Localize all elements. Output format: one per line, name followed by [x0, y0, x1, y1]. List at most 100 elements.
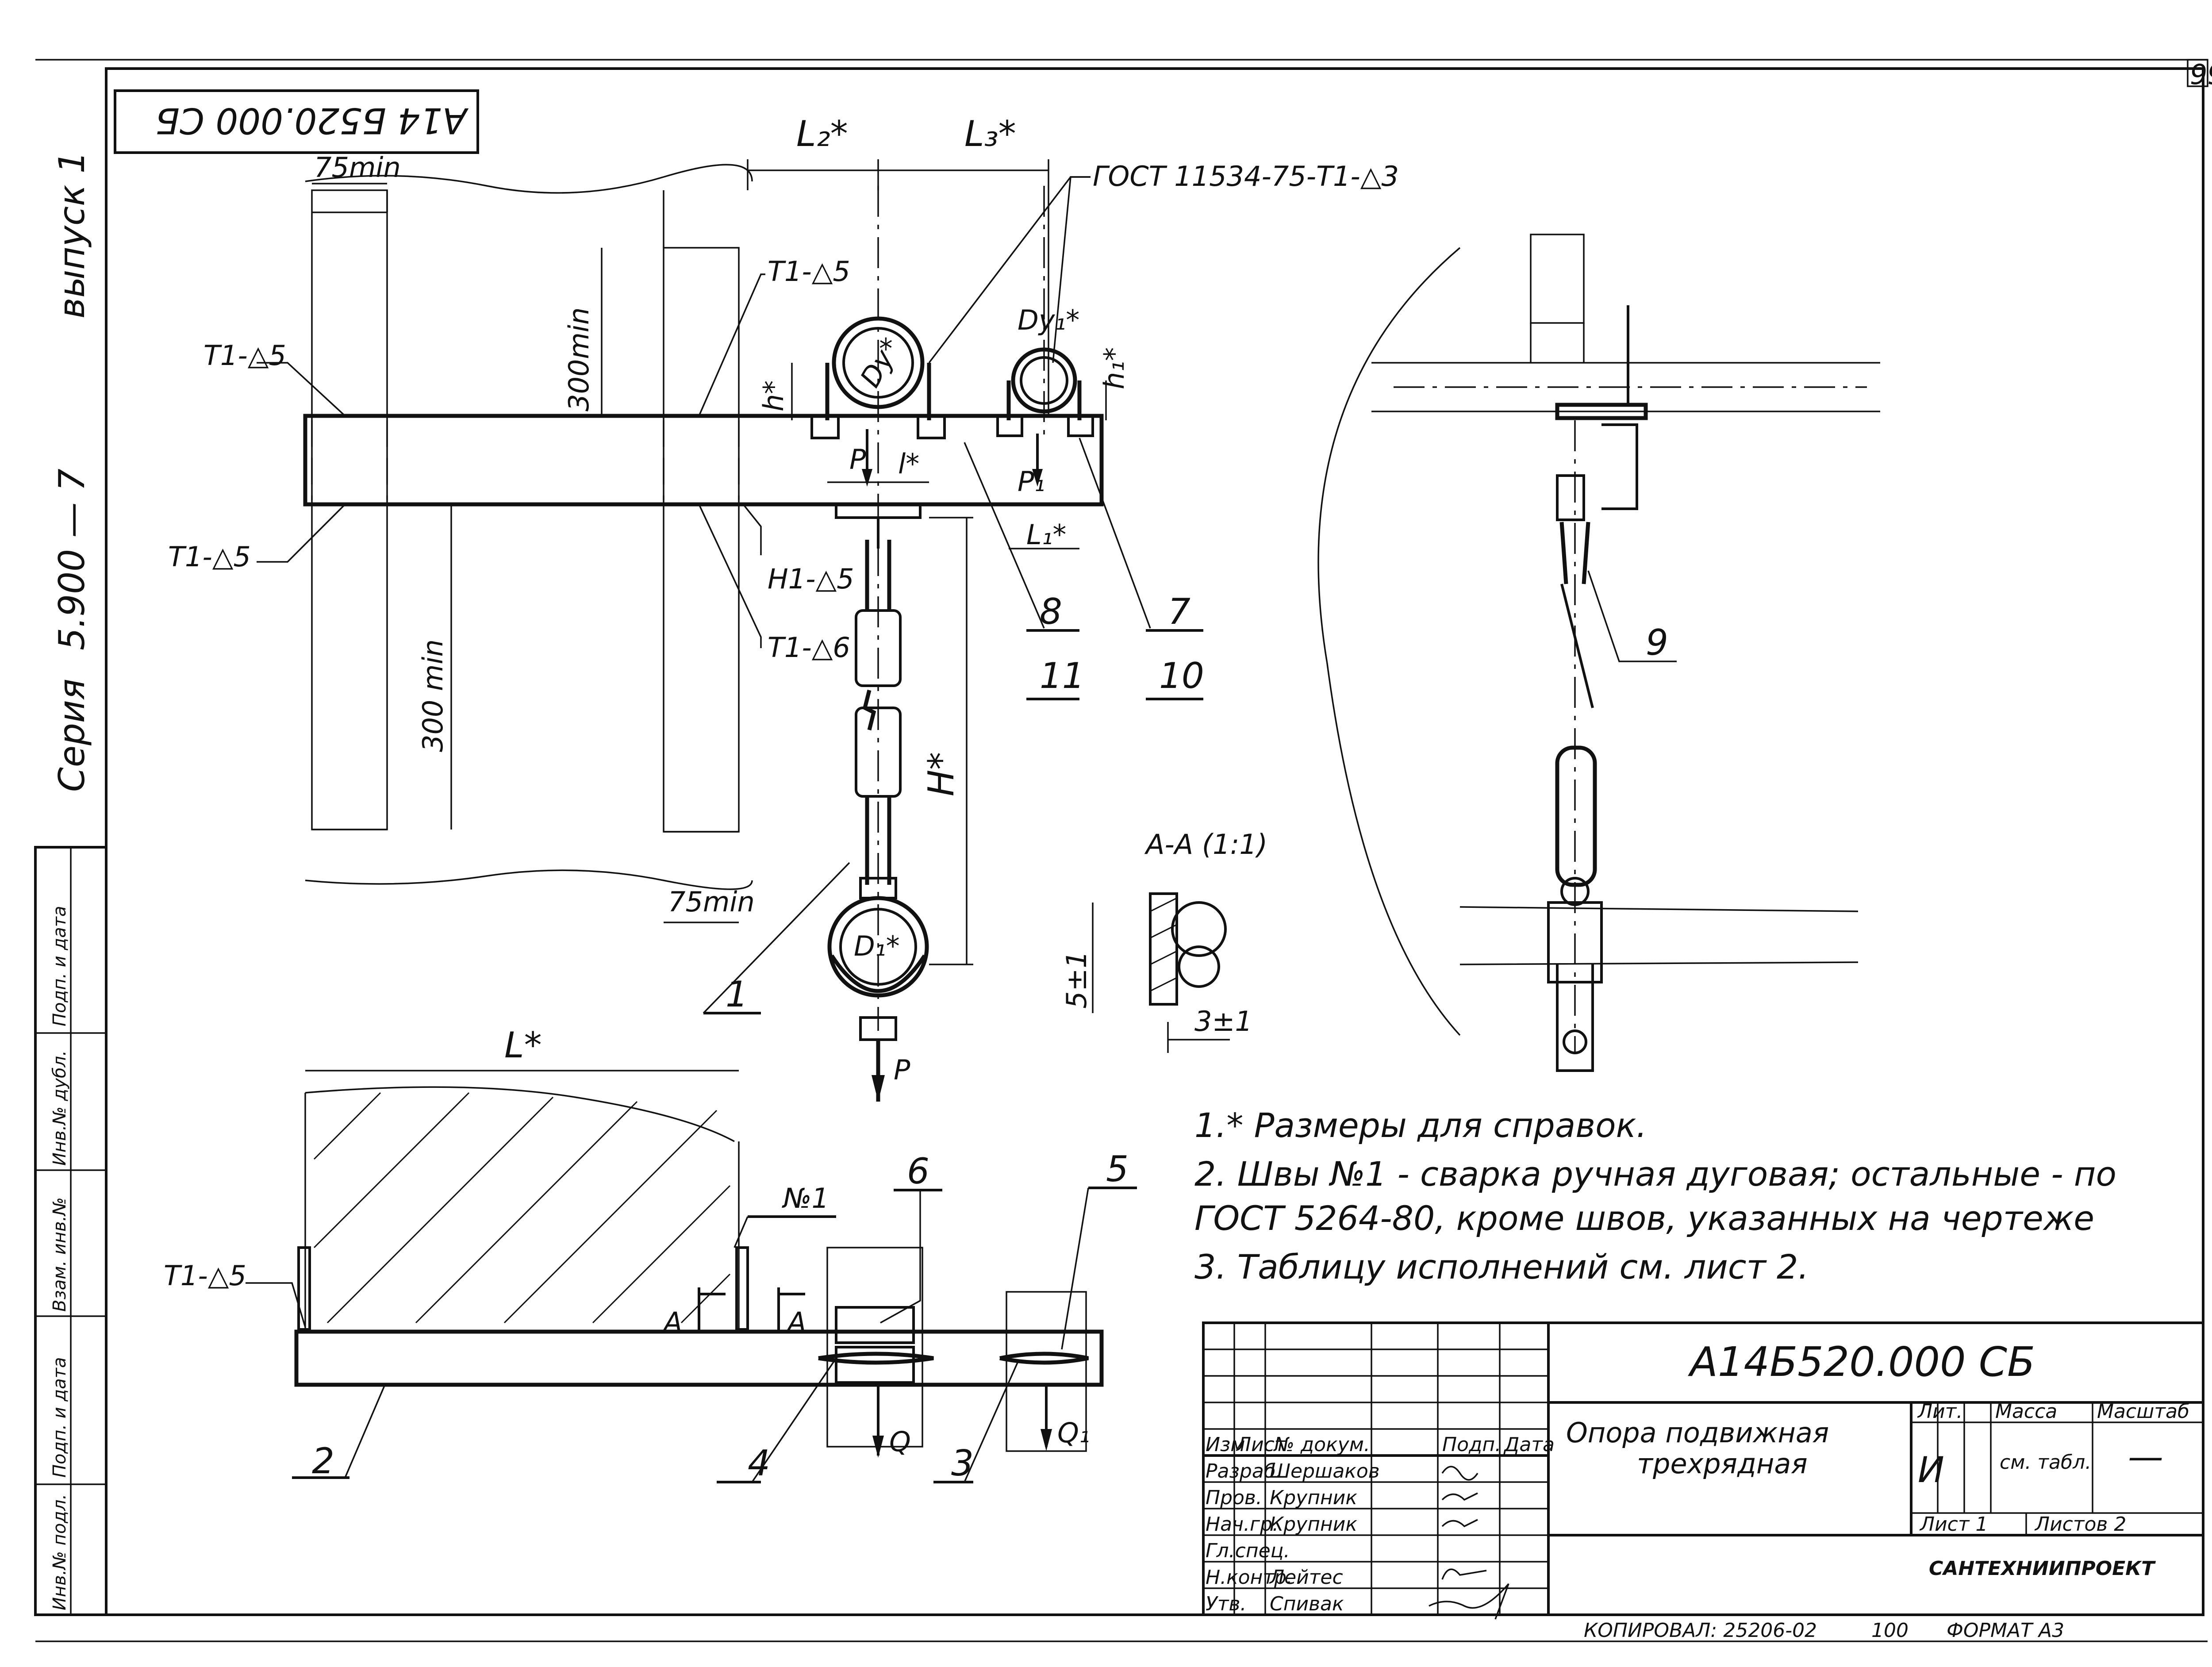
- label-n1: №1: [782, 1182, 829, 1214]
- front-view: [303, 164, 1104, 1102]
- person: Шершаков: [1270, 1460, 1380, 1483]
- label-weld-h1-5: Н1-△5: [768, 563, 854, 595]
- label-section-title: А-А (1:1): [1144, 828, 1267, 860]
- position-number: 5: [1106, 1148, 1129, 1190]
- side-strip-label: Подп. и дата: [50, 1357, 70, 1478]
- position-number: 1: [726, 974, 748, 1015]
- copy-number: 100: [1871, 1619, 1909, 1642]
- label-dim3: 3±1: [1194, 1005, 1252, 1037]
- page-number: 99: [2190, 58, 2212, 91]
- side-strip-label: Подп. и дата: [50, 906, 70, 1026]
- person: Спивак: [1270, 1593, 1344, 1615]
- label-L3: L₃*: [964, 113, 1016, 154]
- label-P: P: [849, 443, 866, 476]
- side-strip-label: Инв.№ подл.: [50, 1494, 70, 1610]
- label-L: L*: [504, 1025, 542, 1066]
- side-strip-label: Инв.№ дубл.: [50, 1050, 70, 1166]
- label-L1: L₁*: [1026, 519, 1066, 551]
- top-stamp-text: А14 Б520.000 СБ: [155, 100, 469, 141]
- drawing-name: трехрядная: [1637, 1448, 1808, 1480]
- series-value: 5.900 — 7: [51, 469, 92, 650]
- label-P: P: [894, 1054, 910, 1086]
- title-block: [1202, 1321, 2204, 1616]
- position-number: 3: [951, 1443, 974, 1484]
- role: Пров.: [1206, 1486, 1262, 1509]
- organization: САНТЕХНИИПРОЕКТ: [1929, 1557, 2156, 1580]
- label-300min: 300 min: [417, 639, 449, 752]
- label-A: А: [662, 1306, 682, 1338]
- label-dim5: 5±1: [1060, 951, 1093, 1009]
- person: Крупник: [1270, 1513, 1357, 1536]
- label-D1: D₁*: [854, 930, 900, 962]
- label-gost-weld: ГОСТ 11534-75-Т1-△3: [1093, 160, 1399, 192]
- label-300min: 300min: [563, 307, 595, 411]
- label-weld-t1-6: Т1-△6: [768, 631, 850, 664]
- issue-label: выпуск 1: [51, 151, 92, 319]
- format: ФОРМАТ А3: [1947, 1619, 2064, 1642]
- role: Нач.гр.: [1206, 1513, 1279, 1536]
- label-weld-t1-5: Т1-△5: [768, 255, 850, 288]
- label-weld-t1-5: Т1-△5: [204, 339, 286, 372]
- position-number: 9: [1646, 622, 1668, 663]
- side-strip: [34, 846, 108, 1616]
- position-number: 4: [748, 1443, 770, 1484]
- position-number: 6: [907, 1151, 929, 1192]
- sheets-label: Листов 2: [2034, 1513, 2126, 1536]
- signatures: [1429, 1466, 1509, 1620]
- lit-value: И: [1918, 1449, 1944, 1490]
- plan-leaders: [246, 1187, 1137, 1483]
- mass-label: Масса: [1995, 1400, 2057, 1423]
- label-Q: Q: [889, 1425, 911, 1458]
- label-dy1: Dy₁*: [1018, 304, 1079, 336]
- col-header: Подп.: [1442, 1433, 1501, 1456]
- scale-value: —: [2128, 1436, 2163, 1477]
- front-leaders: [257, 176, 1203, 1014]
- col-header: Изм: [1206, 1433, 1245, 1456]
- side-view: [1317, 234, 1880, 1072]
- plan-view: [294, 1070, 1104, 1458]
- label-75min-top: 75min: [314, 151, 401, 184]
- sheet-frame: [35, 59, 2208, 1642]
- position-number: 11: [1040, 655, 1085, 696]
- col-header: Дата: [1503, 1433, 1555, 1456]
- sheet-label: Лист 1: [1919, 1513, 1988, 1536]
- label-dy: Dy*: [854, 332, 907, 392]
- label-P1: P₁: [1018, 465, 1045, 498]
- note-line: 2. Швы №1 - сварка ручная дуговая; остал…: [1194, 1154, 2116, 1194]
- mass-value: см. табл.: [2000, 1451, 2091, 1474]
- label-Q1: Q₁: [1057, 1417, 1090, 1449]
- label-weld-t1-5: Т1-△5: [164, 1260, 246, 1292]
- label-H: H*: [921, 752, 962, 796]
- person: Крупник: [1270, 1486, 1357, 1509]
- position-number: 10: [1159, 655, 1204, 696]
- section-aa: [1092, 892, 1230, 1053]
- label-75min-bottom: 75min: [668, 886, 755, 918]
- note-line: 1.* Размеры для справок.: [1194, 1106, 1647, 1145]
- top-stamp: А14 Б520.000 СБ: [114, 89, 479, 154]
- person: Лейтес: [1269, 1566, 1343, 1589]
- label-weld-t1-5: Т1-△5: [168, 541, 251, 573]
- designation: А14Б520.000 СБ: [1688, 1338, 2035, 1386]
- scale-label: Масштаб: [2097, 1400, 2189, 1423]
- notes: 1.* Размеры для справок. 2. Швы №1 - сва…: [1194, 1106, 2116, 1287]
- position-number: 7: [1168, 591, 1190, 632]
- note-line: ГОСТ 5264-80, кроме швов, указанных на ч…: [1194, 1198, 2094, 1238]
- copied-by: КОПИРОВАЛ: 25206-02: [1584, 1619, 1817, 1642]
- position-number: 2: [312, 1440, 334, 1482]
- role: Гл.спец.: [1206, 1540, 1290, 1562]
- label-h: h*: [757, 380, 790, 411]
- note-line: 3. Таблицу исполнений см. лист 2.: [1194, 1247, 1809, 1287]
- col-header: Лист: [1236, 1433, 1286, 1456]
- label-l: l*: [898, 448, 919, 480]
- drawing-name: Опора подвижная: [1566, 1417, 1829, 1449]
- series-label: Серия: [51, 679, 92, 792]
- position-number: 8: [1040, 591, 1062, 632]
- role: Утв.: [1206, 1593, 1246, 1615]
- label-L2: L₂*: [796, 113, 848, 154]
- role: Разраб.: [1206, 1460, 1282, 1483]
- label-h1: h₁*: [1098, 347, 1130, 389]
- role: Н.контр.: [1206, 1566, 1293, 1589]
- col-header: № докум.: [1273, 1433, 1370, 1456]
- label-A: А: [786, 1306, 806, 1338]
